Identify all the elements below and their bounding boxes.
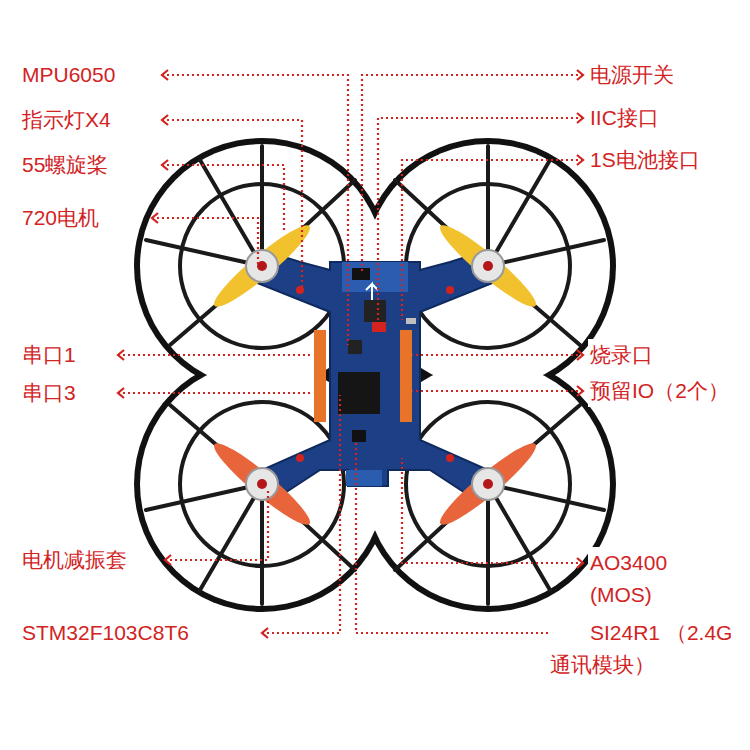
leader-lines [412, 354, 583, 356]
leader-lines [362, 75, 583, 272]
part-label: 电源开关 [588, 59, 676, 91]
motor-hubs [257, 261, 493, 489]
leader-arrowheads [118, 70, 583, 638]
part-label: AO3400 (MOS) [588, 547, 697, 611]
pcb-board [338, 372, 380, 414]
leader-lines [152, 218, 258, 266]
part-label: SI24R1 （2.4G通讯模块） [548, 617, 746, 681]
part-label: 指示灯X4 [20, 104, 113, 136]
pcb-board [296, 286, 304, 294]
part-label: 1S电池接口 [588, 144, 702, 176]
pcb-board [314, 330, 326, 422]
guard-spokes [395, 405, 604, 604]
pcb-board [250, 250, 500, 500]
motor-mounts [472, 468, 504, 500]
guard-spokes [146, 146, 355, 345]
pcb-board [346, 470, 382, 486]
guard-frame [134, 138, 616, 612]
part-label: 串口1 [20, 339, 78, 371]
leader-lines [165, 490, 268, 560]
part-label: 串口3 [20, 377, 78, 409]
guard-frame [140, 362, 384, 606]
leader-lines [262, 395, 340, 633]
propellers [433, 218, 542, 315]
part-label: 烧录口 [588, 339, 655, 371]
part-label: STM32F103C8T6 [20, 617, 191, 649]
pcb-board [366, 284, 378, 300]
leader-lines [118, 354, 312, 356]
guard-spokes [146, 146, 604, 604]
pcb-board [250, 250, 500, 500]
pcb-board [446, 454, 454, 462]
leader-lines [378, 118, 583, 326]
leader-lines [118, 75, 583, 633]
part-label: 预留IO（2个） [588, 375, 731, 407]
motor-hubs [257, 479, 267, 489]
part-label: 55螺旋桨 [20, 149, 110, 181]
pcb-board [400, 330, 412, 422]
motor-hubs [483, 261, 493, 271]
leader-lines [118, 392, 312, 394]
motor-mounts [472, 250, 504, 282]
guard-spokes [395, 146, 604, 345]
leader-lines [412, 390, 583, 392]
propellers [207, 218, 542, 533]
motor-mounts [246, 250, 504, 500]
pcb-board [352, 430, 366, 442]
propellers [433, 436, 542, 533]
leader-lines [402, 458, 583, 563]
part-label: 电机减振套 [20, 544, 129, 576]
pcb-board [348, 340, 362, 354]
motor-mounts [246, 468, 278, 500]
guard-spokes [146, 405, 355, 604]
propellers [207, 218, 316, 315]
motor-hubs [483, 479, 493, 489]
part-label: 720电机 [20, 202, 101, 234]
propellers [207, 436, 316, 533]
pcb-board [406, 318, 416, 324]
leader-arrowheads [118, 70, 268, 638]
leader-lines [162, 120, 302, 290]
leader-lines [162, 75, 348, 345]
part-label: IIC接口 [588, 102, 661, 134]
leader-lines [402, 160, 583, 320]
leader-arrowheads [577, 70, 583, 638]
motor-mounts [246, 250, 278, 282]
pcb-board [296, 454, 304, 462]
leader-lines [162, 165, 284, 232]
pcb-board [446, 286, 454, 294]
part-label: MPU6050 [20, 59, 117, 91]
leader-lines [356, 440, 583, 633]
guard-frame [134, 356, 390, 612]
pcb-board [364, 300, 386, 322]
